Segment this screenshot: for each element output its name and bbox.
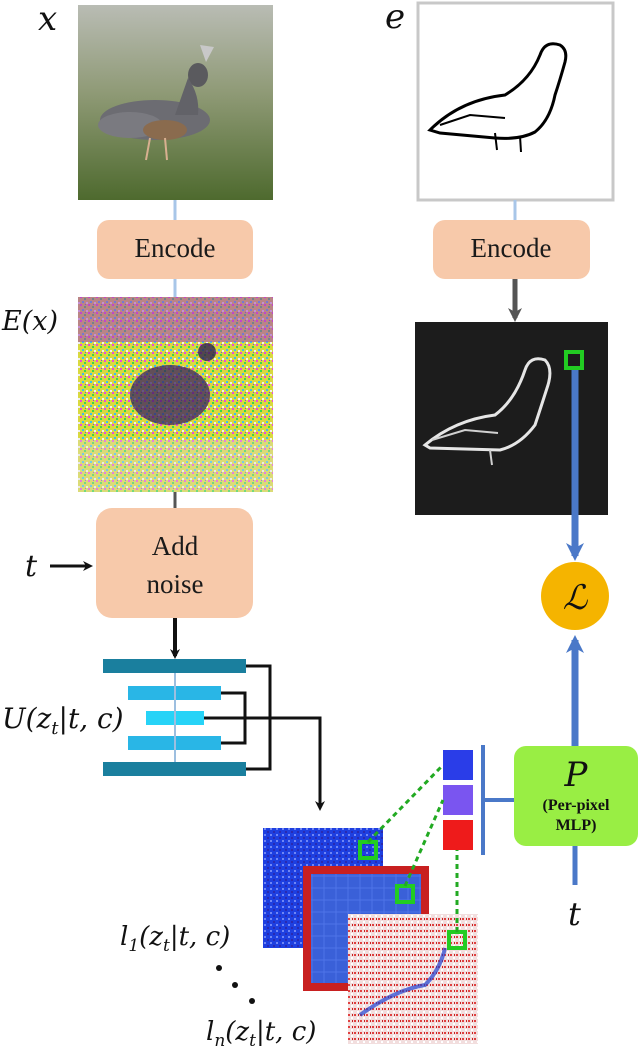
add-noise-box: Add noise xyxy=(96,508,253,618)
unet-block xyxy=(103,659,272,776)
label-ln: ln(zt|t, c) xyxy=(206,1017,316,1051)
feature-map-3 xyxy=(348,914,478,1044)
label-e: e xyxy=(385,0,405,37)
loss-symbol: ℒ xyxy=(563,578,589,618)
mlp-line-1: (Per-pixel xyxy=(543,797,610,814)
encode-left-label: Encode xyxy=(135,233,216,263)
label-l1: l1(zt|t, c) xyxy=(120,922,230,956)
encode-left-box: Encode xyxy=(97,220,253,279)
mlp-box: P (Per-pixel MLP) xyxy=(514,746,638,846)
encode-right-box: Encode xyxy=(433,220,590,279)
label-ex: E(x) xyxy=(1,306,58,337)
label-t-left: t xyxy=(25,549,38,584)
bird-sketch-image xyxy=(416,1,615,202)
add-noise-label-2: noise xyxy=(147,569,204,599)
feature-vector xyxy=(443,750,473,850)
edge-feature-image xyxy=(415,322,608,515)
add-noise-label-1: Add xyxy=(152,531,199,561)
feature-map-stack xyxy=(263,828,478,1044)
mlp-line-2: MLP) xyxy=(556,817,597,834)
ellipsis-dots xyxy=(216,965,255,1004)
label-x: x xyxy=(38,0,57,39)
label-unet: U(zt|t, c) xyxy=(2,702,124,739)
loss-node: ℒ xyxy=(541,562,609,630)
noisy-latent-image xyxy=(78,297,273,492)
encode-right-label: Encode xyxy=(471,233,552,263)
mlp-title: P xyxy=(564,755,589,795)
bird-photo-image xyxy=(78,5,273,200)
label-t-right: t xyxy=(568,895,581,933)
